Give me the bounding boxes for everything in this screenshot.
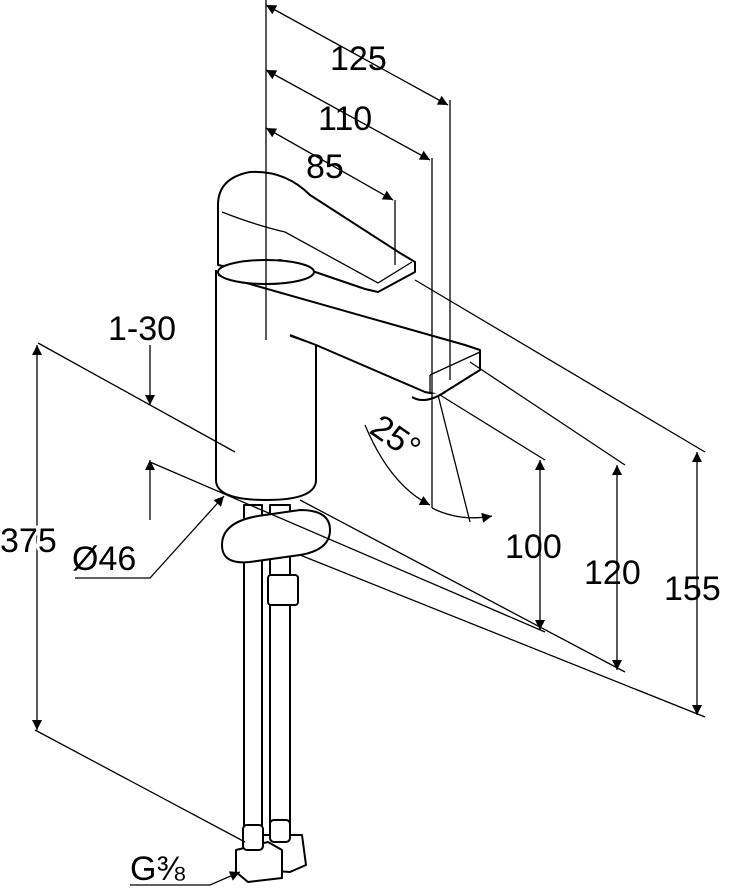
dim-110-label: 110 bbox=[318, 100, 372, 138]
axis-gap bbox=[289, 335, 317, 346]
mounting-bracket bbox=[221, 509, 331, 564]
dim-125-label: 125 bbox=[330, 40, 387, 78]
diameter-label: Ø46 bbox=[72, 540, 136, 578]
faucet-body bbox=[215, 170, 481, 501]
spout-angle-dimension bbox=[364, 394, 493, 523]
diameter-leader bbox=[75, 495, 225, 579]
projection-dimensions bbox=[265, 4, 451, 508]
thread-label: G⅜ bbox=[130, 850, 185, 888]
height-dimensions bbox=[32, 279, 706, 843]
angle-label: 25° bbox=[363, 407, 427, 468]
supply-hoses bbox=[235, 504, 307, 883]
thread-leader bbox=[130, 871, 241, 886]
dim-375-label: 375 bbox=[0, 522, 57, 560]
deck-thickness-label: 1-30 bbox=[108, 310, 176, 348]
dim-85-label: 85 bbox=[306, 148, 344, 186]
dim-100-label: 100 bbox=[505, 528, 562, 566]
dim-120-label: 120 bbox=[584, 554, 641, 592]
dim-155-label: 155 bbox=[664, 570, 721, 608]
